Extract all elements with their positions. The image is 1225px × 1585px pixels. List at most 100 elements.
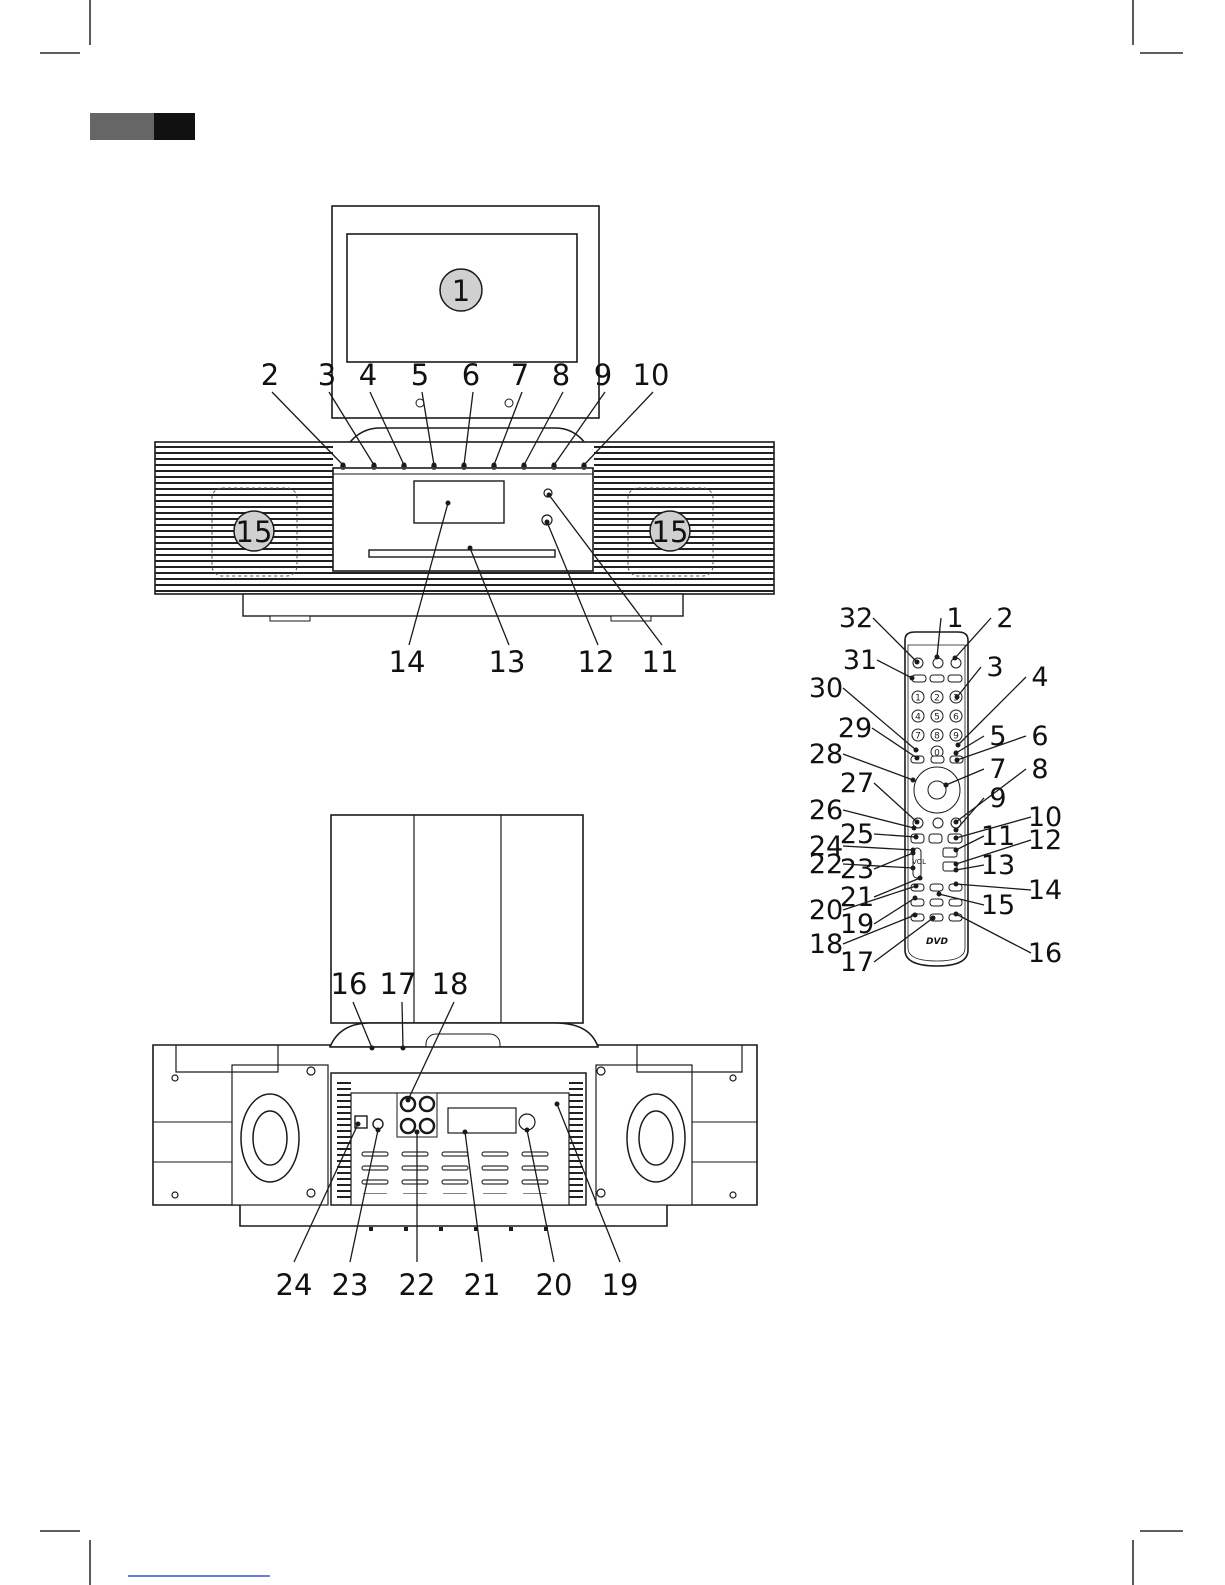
callout-dot bbox=[937, 892, 942, 897]
svg-text:15: 15 bbox=[236, 515, 273, 549]
callout-label: 15 bbox=[981, 890, 1015, 921]
number-key-7: 7 bbox=[912, 729, 924, 742]
callout-dot bbox=[913, 913, 918, 918]
callout-label: 17 bbox=[380, 967, 417, 1001]
callout-label: 5 bbox=[411, 358, 429, 392]
back-view bbox=[153, 815, 757, 1231]
callout-label: 20 bbox=[536, 1268, 573, 1302]
callout-label: 23 bbox=[840, 854, 874, 885]
callout-label: 20 bbox=[809, 895, 843, 926]
callout-label: 6 bbox=[462, 358, 480, 392]
callout-dot bbox=[468, 546, 473, 551]
callout-dot bbox=[953, 656, 958, 661]
callout-label: 9 bbox=[989, 783, 1006, 814]
callout-dot bbox=[954, 862, 959, 867]
speaker-right-badge: 15 bbox=[650, 511, 690, 551]
callout-dot bbox=[914, 884, 919, 889]
front-view: 1 15 15 bbox=[155, 206, 774, 621]
callout-dot bbox=[911, 851, 916, 856]
number-key-5: 5 bbox=[931, 710, 943, 723]
callout-dot bbox=[914, 835, 919, 840]
callout-dot bbox=[492, 463, 497, 468]
callout-dot bbox=[912, 826, 917, 831]
callout-dot bbox=[954, 882, 959, 887]
callout-label: 13 bbox=[489, 645, 526, 679]
callout-dot bbox=[402, 463, 407, 468]
callout-label: 7 bbox=[511, 358, 529, 392]
callout-label: 4 bbox=[1031, 662, 1048, 693]
callout-dot bbox=[918, 876, 923, 881]
callout-label: 22 bbox=[399, 1268, 436, 1302]
callout-label: 2 bbox=[261, 358, 279, 392]
callout-label: 18 bbox=[432, 967, 469, 1001]
callout-dot bbox=[956, 743, 961, 748]
callout-dot bbox=[406, 1098, 411, 1103]
callout-dot bbox=[370, 1046, 375, 1051]
callout-dot bbox=[356, 1122, 361, 1127]
callout-label: 7 bbox=[989, 754, 1006, 785]
callout-dot bbox=[522, 463, 527, 468]
callout-label: 6 bbox=[1031, 721, 1048, 752]
callout-dot bbox=[552, 463, 557, 468]
callout-dot bbox=[582, 463, 587, 468]
callout-label: 19 bbox=[602, 1268, 639, 1302]
callout-label: 16 bbox=[331, 967, 368, 1001]
callout-dot bbox=[910, 676, 915, 681]
callout-dot bbox=[463, 1130, 468, 1135]
callout-dot bbox=[913, 896, 918, 901]
callout-dot bbox=[525, 1128, 530, 1133]
number-key-4: 4 bbox=[912, 710, 924, 723]
language-tab bbox=[90, 113, 195, 140]
callout-dot bbox=[372, 463, 377, 468]
callout-dot bbox=[935, 655, 940, 660]
number-key-label: 7 bbox=[915, 732, 921, 742]
callout-dot bbox=[376, 1128, 381, 1133]
callout-dot bbox=[401, 1046, 406, 1051]
callout-label: 18 bbox=[809, 929, 843, 960]
callout-label: 23 bbox=[332, 1268, 369, 1302]
callout-dot bbox=[545, 520, 550, 525]
callout-dot bbox=[914, 748, 919, 753]
callout-dot bbox=[555, 1102, 560, 1107]
screen-badge: 1 bbox=[440, 269, 482, 311]
svg-text:1: 1 bbox=[452, 274, 470, 308]
callout-label: 3 bbox=[986, 652, 1003, 683]
callout-label: 25 bbox=[840, 819, 874, 850]
callout-dot bbox=[954, 836, 959, 841]
callout-label: 24 bbox=[276, 1268, 313, 1302]
dvd-logo: DVD bbox=[926, 937, 948, 947]
callout-dot bbox=[954, 848, 959, 853]
callout-label: 8 bbox=[552, 358, 570, 392]
callout-label: 3 bbox=[318, 358, 336, 392]
callout-dot bbox=[341, 463, 346, 468]
callout-label: 16 bbox=[1028, 938, 1062, 969]
callout-label: 30 bbox=[809, 673, 843, 704]
callout-label: 28 bbox=[809, 739, 843, 770]
callout-label: 13 bbox=[981, 850, 1015, 881]
callout-label: 31 bbox=[843, 645, 877, 676]
number-key-label: 9 bbox=[953, 732, 959, 742]
number-key-label: 8 bbox=[934, 732, 940, 742]
callout-label: 8 bbox=[1031, 754, 1048, 785]
callout-dot bbox=[954, 828, 959, 833]
callout-label: 10 bbox=[633, 358, 670, 392]
number-key-label: 5 bbox=[934, 713, 940, 723]
number-key-8: 8 bbox=[931, 729, 943, 742]
callout-label: 2 bbox=[996, 603, 1013, 634]
callout-dot bbox=[462, 463, 467, 468]
callout-dot bbox=[955, 695, 960, 700]
callout-dot bbox=[911, 866, 916, 871]
callout-dot bbox=[415, 1130, 420, 1135]
svg-text:VOL: VOL bbox=[912, 858, 926, 866]
callout-label: 11 bbox=[642, 645, 679, 679]
callout-label: 12 bbox=[578, 645, 615, 679]
callout-dot bbox=[432, 463, 437, 468]
callout-dot bbox=[547, 493, 552, 498]
callout-dot bbox=[446, 501, 451, 506]
callout-label: 1 bbox=[946, 603, 963, 634]
callout-label: 4 bbox=[359, 358, 377, 392]
callout-31: 31 bbox=[843, 645, 915, 681]
callout-label: 27 bbox=[840, 768, 874, 799]
number-key-1: 1 bbox=[912, 691, 924, 704]
